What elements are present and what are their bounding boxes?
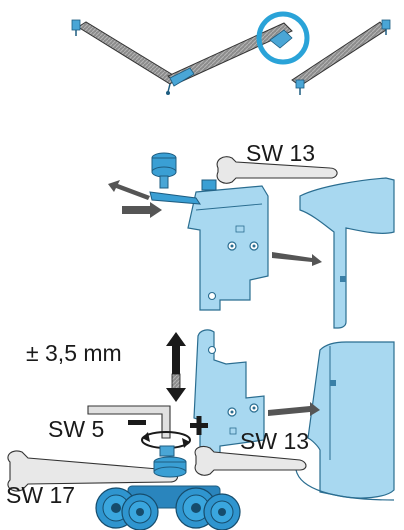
wrench-top-label: SW 13 <box>246 140 316 166</box>
rail-hinge-center <box>169 67 195 87</box>
wrench-bottom <box>7 450 179 492</box>
motion-arrow-left-upper <box>108 180 150 200</box>
wrench-bottom-label: SW 17 <box>6 482 76 508</box>
lower-carrier-assembly <box>7 329 395 530</box>
rail-cap-left <box>71 19 81 31</box>
wrench-middle <box>194 445 307 476</box>
allen-key-label: SW 5 <box>48 416 105 442</box>
wrench-middle-label: SW 13 <box>240 428 310 454</box>
roller-truck <box>95 485 241 530</box>
housing-lower <box>307 341 395 499</box>
adjust-knob-upper <box>149 152 217 205</box>
double-arrow-vertical-icon <box>166 332 186 402</box>
motion-arrow-left-lower <box>122 202 162 218</box>
motion-arrow-right-upper <box>272 252 322 266</box>
plus-mark-v <box>196 416 202 435</box>
motion-arrow-right-lower <box>268 402 320 416</box>
rail-cap-right <box>381 19 391 30</box>
upper-carrier-assembly <box>108 152 395 329</box>
allen-key <box>87 405 171 439</box>
wrench-top <box>216 156 338 184</box>
rail-cap-bottom-right <box>295 79 305 89</box>
rail-left <box>77 21 179 85</box>
housing-upper <box>299 177 395 329</box>
rail-overview <box>71 11 391 95</box>
adjust-range-label: ± 3,5 mm <box>26 340 122 366</box>
minus-mark <box>128 420 146 425</box>
height-adjust-nut <box>153 445 187 478</box>
highlight-circle-icon <box>256 11 310 65</box>
